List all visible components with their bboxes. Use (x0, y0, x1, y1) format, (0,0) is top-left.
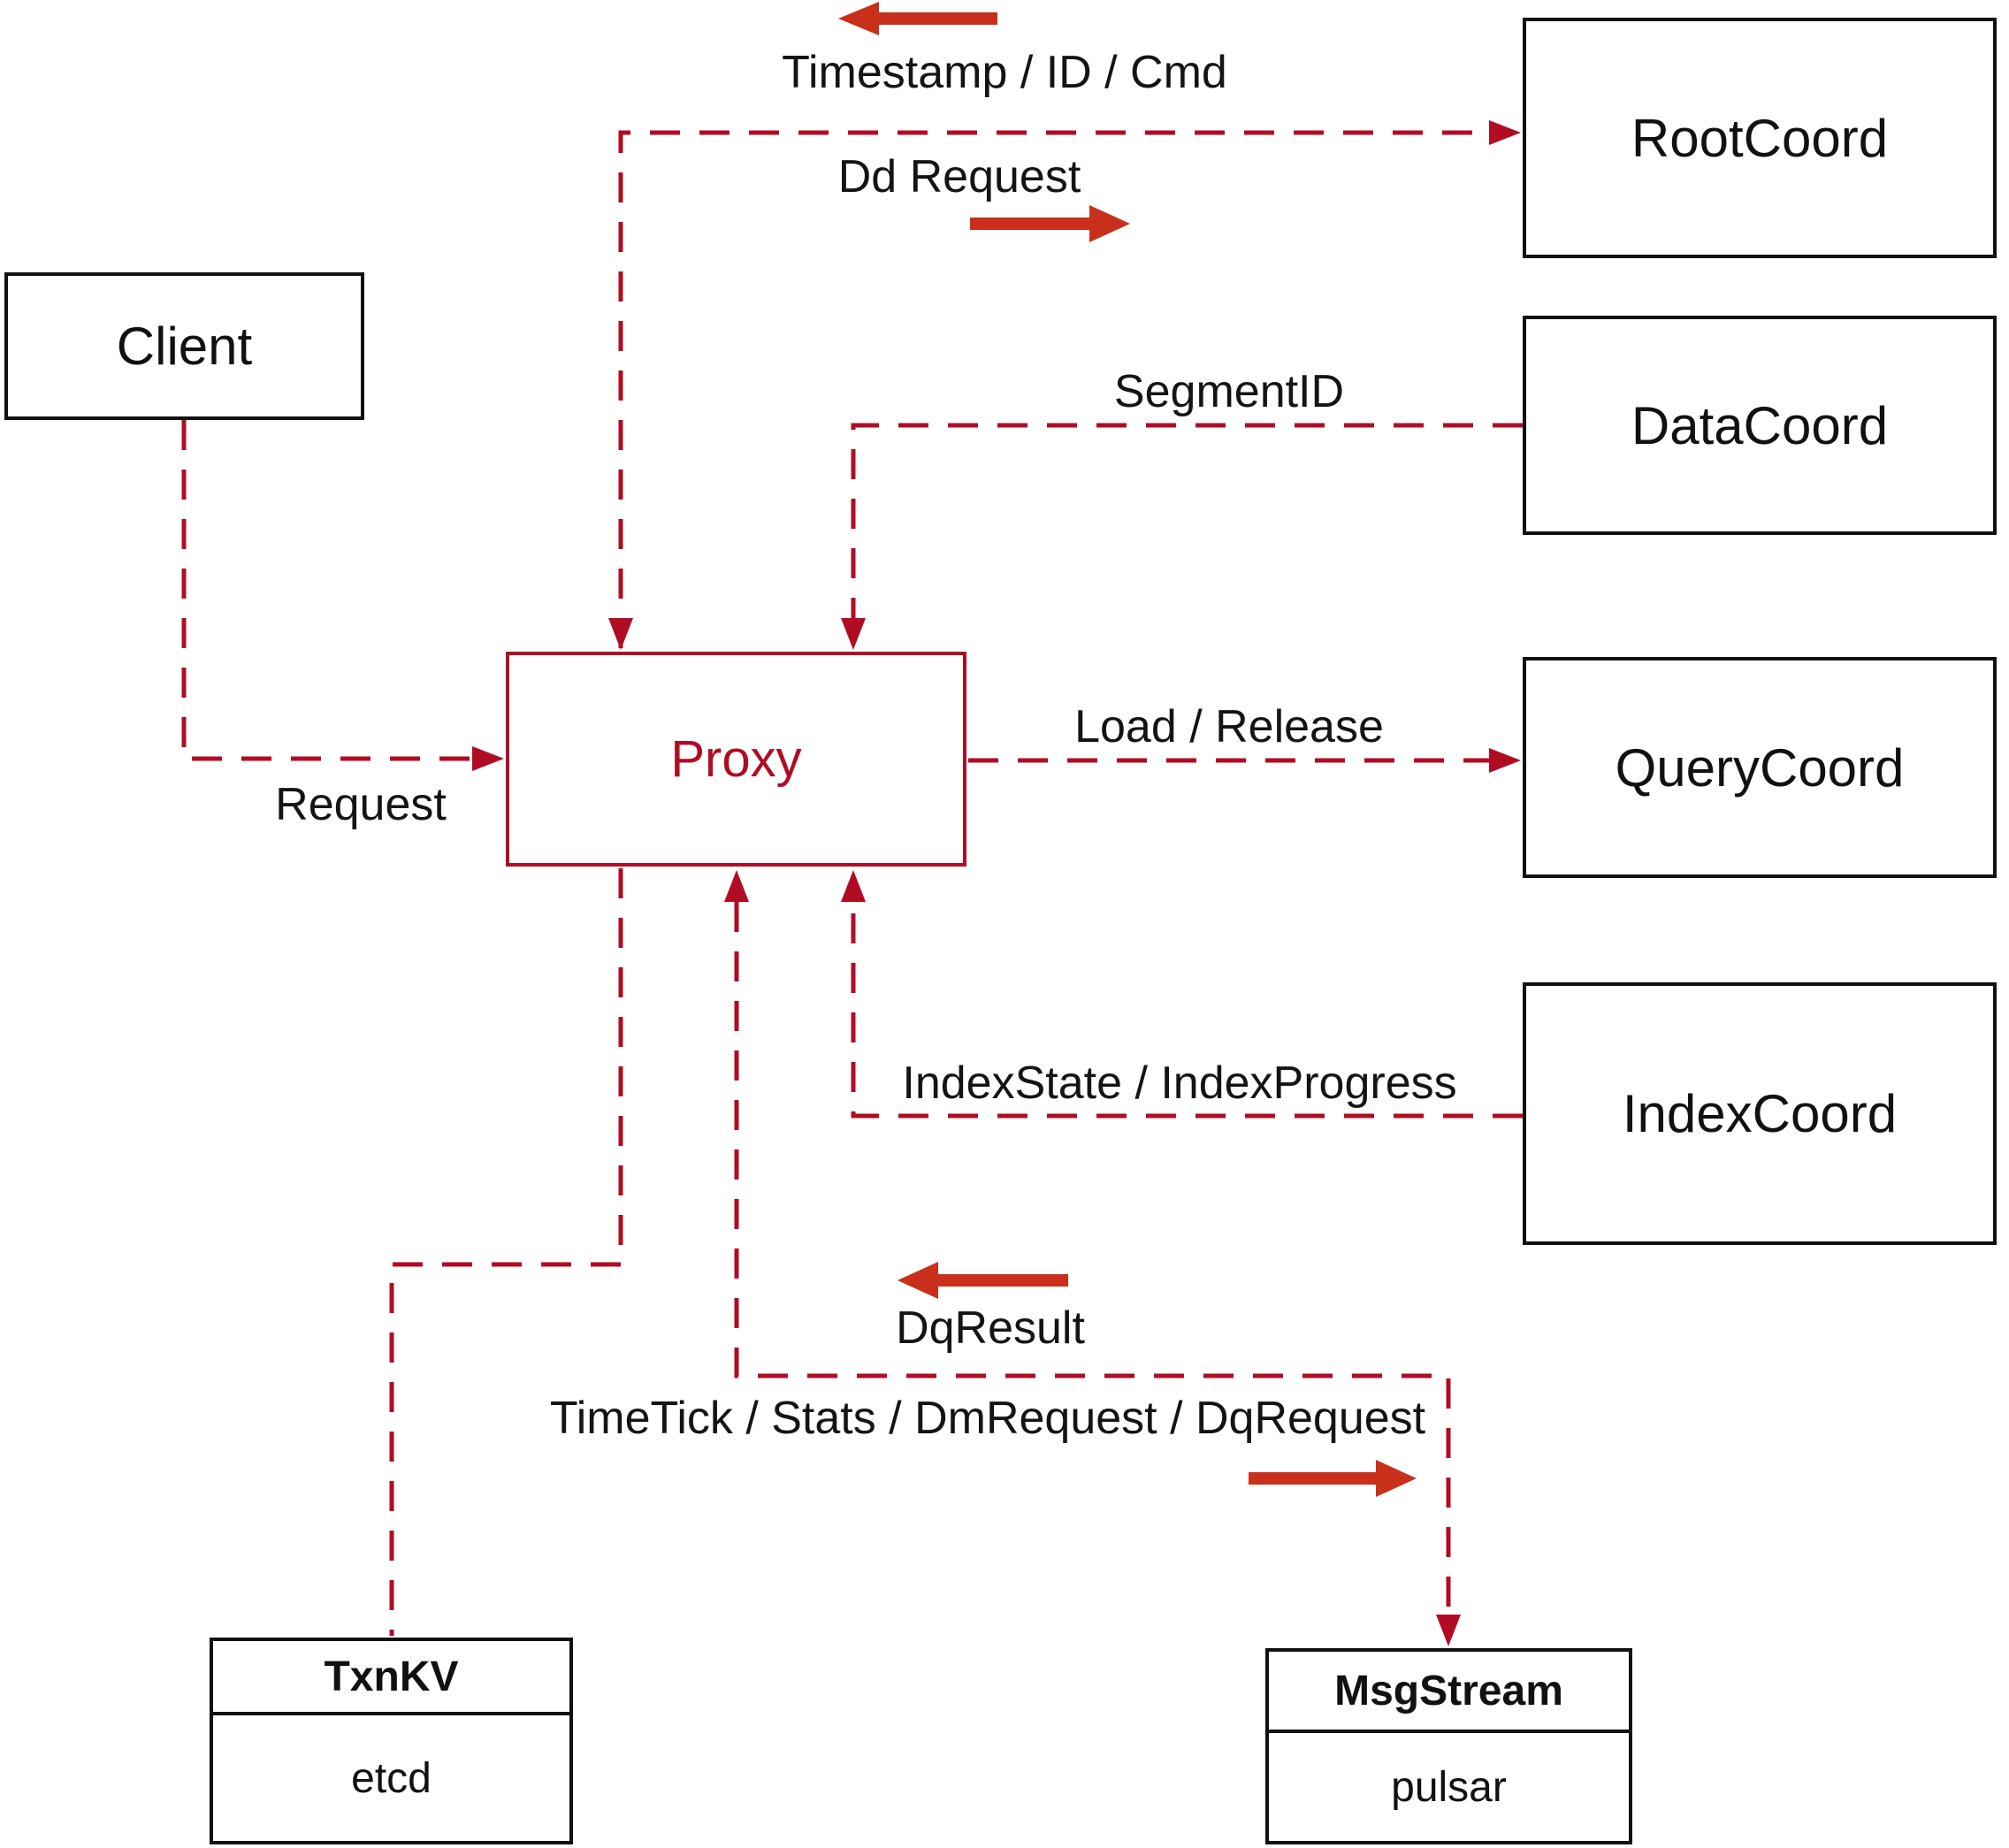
edge-indexcoord-proxy (851, 902, 1523, 1119)
arrowhead-into-rootcoord-icon (1489, 120, 1521, 145)
edge-label-index-state: IndexState / IndexProgress (902, 1058, 1457, 1109)
node-msgstream-subtitle: pulsar (1391, 1763, 1507, 1811)
arrowhead-into-proxy-top-left-icon (608, 618, 633, 650)
edge-proxy-txnkv (389, 868, 623, 1636)
arrowhead-into-proxy-left-icon (472, 746, 504, 771)
edge-proxy-rootcoord (618, 130, 1509, 648)
direction-arrow-left-dqresult-icon (898, 1262, 1068, 1299)
node-proxy: Proxy (506, 652, 966, 867)
node-txnkv: TxnKV etcd (210, 1638, 573, 1844)
node-client-label: Client (116, 317, 253, 376)
edge-label-timestamp: Timestamp / ID / Cmd (782, 47, 1227, 98)
edge-proxy-msgstream (734, 902, 1451, 1630)
edge-label-dd-request: Dd Request (837, 151, 1081, 202)
edge-label-request: Request (275, 779, 447, 830)
direction-arrow-right-dd-request-icon (970, 205, 1130, 242)
node-msgstream: MsgStream pulsar (1265, 1648, 1632, 1844)
arrowhead-into-proxy-bottom-right-icon (841, 870, 866, 902)
direction-arrow-right-timetick-icon (1249, 1460, 1417, 1497)
node-datacoord-label: DataCoord (1631, 395, 1889, 455)
edge-label-segment-id: SegmentID (1113, 366, 1345, 417)
edge-label-dq-result: DqResult (896, 1302, 1085, 1354)
node-querycoord-label: QueryCoord (1615, 737, 1905, 798)
node-indexcoord: IndexCoord (1523, 982, 1997, 1245)
arrowhead-into-proxy-bottom-middle-icon (724, 870, 749, 902)
node-proxy-label: Proxy (670, 730, 802, 788)
direction-arrow-left-timestamp-icon (838, 2, 997, 35)
node-txnkv-title: TxnKV (213, 1641, 569, 1715)
edge-datacoord-proxy (851, 423, 1523, 638)
node-client: Client (4, 272, 364, 420)
node-datacoord: DataCoord (1523, 316, 1997, 535)
edge-label-load-release: Load / Release (1074, 701, 1384, 752)
node-txnkv-subtitle: etcd (351, 1754, 432, 1802)
node-querycoord: QueryCoord (1523, 657, 1997, 878)
node-indexcoord-label: IndexCoord (1622, 1084, 1898, 1143)
node-rootcoord-label: RootCoord (1631, 108, 1889, 168)
arrowhead-into-proxy-top-right-icon (841, 618, 866, 650)
node-rootcoord: RootCoord (1523, 18, 1997, 258)
node-msgstream-title: MsgStream (1269, 1652, 1629, 1733)
arrowhead-into-querycoord-icon (1489, 748, 1521, 773)
arrowhead-into-msgstream-icon (1436, 1615, 1461, 1646)
edge-label-time-tick: TimeTick / Stats / DmRequest / DqRequest (549, 1393, 1426, 1444)
edge-client-proxy (181, 420, 492, 761)
